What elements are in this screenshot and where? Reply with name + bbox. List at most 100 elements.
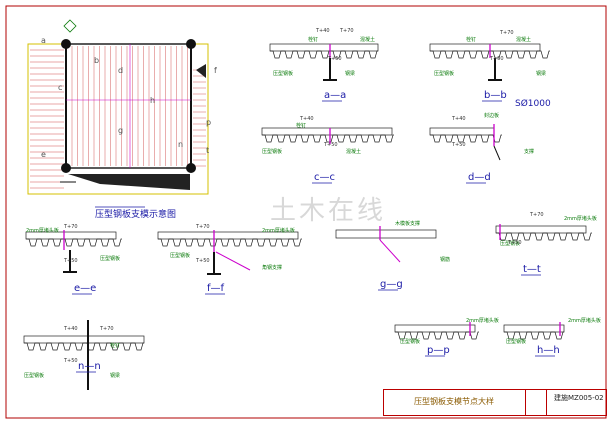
deck-profile <box>262 134 394 143</box>
dim-aa-low: T+50 <box>328 56 342 62</box>
dim-tt-top: T+70 <box>530 212 544 218</box>
note-dd-1: 支撑 <box>524 149 535 155</box>
concrete-slab <box>25 231 117 240</box>
dim-dd-low: T+50 <box>452 142 466 148</box>
title-block-title: 压型钢板支模节点大样 <box>414 397 494 406</box>
grid-tag-h: h <box>150 96 156 105</box>
deck-profile <box>430 134 502 143</box>
section-label-ee: e—e <box>74 283 97 294</box>
dim-dd-top: T+40 <box>452 116 466 122</box>
dim-ff-low: T+50 <box>196 258 210 264</box>
concrete-slab <box>503 324 565 333</box>
note-hh-0: 2mm厚堵头板 <box>568 318 601 324</box>
section-label-pp: p—p <box>427 345 450 356</box>
dim-nn-top: T+40 <box>64 326 78 332</box>
note-cc-1: 栓钉 <box>296 123 307 129</box>
concrete-slab <box>261 127 393 136</box>
note-tt-1: 压型钢板 <box>500 241 521 247</box>
dim-cc-low: T+50 <box>324 142 338 148</box>
dim-bb-top: T+70 <box>500 30 514 36</box>
concrete-slab <box>269 43 379 52</box>
dim-bb-low: T+50 <box>490 56 504 62</box>
grid-tag-c: c <box>58 83 63 92</box>
grid-tag-b: b <box>94 56 100 65</box>
dim-aa-mid: T+40 <box>316 28 330 34</box>
dim-ee-low: T+50 <box>64 258 78 264</box>
note-pp-0: 2mm厚堵头板 <box>466 318 499 324</box>
note-ff-0: 2mm厚堵头板 <box>262 228 295 234</box>
section-label-nn: n—n <box>78 361 101 372</box>
dim-aa-top: T+70 <box>340 28 354 34</box>
grid-tag-f: f <box>214 66 217 75</box>
section-label-gg: g—g <box>380 279 403 290</box>
note-aa-2: 混凝土 <box>360 37 376 43</box>
title-block: 压型钢板支模节点大样 建施MZ005-02 <box>383 389 607 416</box>
note-gg-1: 钢筋 <box>440 257 451 263</box>
plan-planks <box>30 46 206 189</box>
note-aa-1: 栓钉 <box>308 37 319 43</box>
deck-profile <box>26 238 122 247</box>
dim-nn-low: T+50 <box>64 358 78 364</box>
note-pp-1: 压型钢板 <box>400 339 421 345</box>
concrete-slab <box>495 225 587 234</box>
note-nn-1: 钢梁 <box>110 373 121 379</box>
brace-line <box>379 239 401 263</box>
deck-profile <box>395 331 479 340</box>
dim-ee-top: T+70 <box>64 224 78 230</box>
sheet-border <box>5 5 607 419</box>
note-ee-0: 2mm厚堵头板 <box>26 228 59 234</box>
dim-nn-mid: T+70 <box>100 326 114 332</box>
note-bb-2: 混凝土 <box>516 37 532 43</box>
section-label-cc: c—c <box>314 172 335 183</box>
grid-tag-e: e <box>41 150 46 159</box>
title-block-code: 建施MZ005-02 <box>554 394 604 402</box>
note-hh-1: 压型钢板 <box>506 339 527 345</box>
section-label-tt: t—t <box>523 264 541 275</box>
note-nn-2: 栓钉 <box>110 343 121 349</box>
plan-title: 压型钢板支模示意图 <box>95 210 177 220</box>
concrete-slab <box>335 229 437 239</box>
note-gg-0: 木模板支撑 <box>395 221 421 227</box>
note-aa-0: 压型钢板 <box>273 71 294 77</box>
grid-tag-g: g <box>118 126 124 135</box>
section-label-dd: d—d <box>468 172 491 183</box>
note-dd-0: 封边板 <box>484 113 500 119</box>
note-bb-0: 压型钢板 <box>434 71 455 77</box>
note-tt-0: 2mm厚堵头板 <box>564 216 597 222</box>
note-bb-3: 钢梁 <box>536 71 547 77</box>
concrete-slab <box>429 127 495 136</box>
concrete-slab <box>429 43 541 52</box>
section-label-bb: b—b <box>484 90 507 101</box>
grid-tag-a: a <box>41 36 46 45</box>
grid-tag-t: t <box>206 146 210 155</box>
deck-profile <box>158 238 302 247</box>
deck-profile <box>504 331 564 340</box>
brace-line <box>215 251 251 271</box>
watermark: 土木在线 <box>270 196 387 226</box>
note-ee-1: 压型钢板 <box>100 256 121 262</box>
deck-profile <box>496 232 592 241</box>
grid-tag-p: p <box>206 118 212 127</box>
grid-tag-n: n <box>178 140 184 149</box>
concrete-slab <box>23 335 145 344</box>
dim-tt-low: T+50 <box>508 240 522 246</box>
note-cc-2: 混凝土 <box>346 149 362 155</box>
section-label-aa: a—a <box>324 90 347 101</box>
section-drawings <box>23 43 592 390</box>
note-nn-0: 压型钢板 <box>24 373 45 379</box>
note-bb-1: 栓钉 <box>466 37 477 43</box>
note-ff-2: 压型钢板 <box>170 253 191 259</box>
concrete-slab <box>157 231 299 240</box>
support-line <box>493 145 501 161</box>
note-cc-0: 压型钢板 <box>262 149 283 155</box>
dim-cc-top: T+40 <box>300 116 314 122</box>
deck-profile <box>24 342 144 351</box>
note-ff-1: 角钢支撑 <box>262 265 283 271</box>
callout-sd: SØ1000 <box>515 99 551 109</box>
grid-tag-d: d <box>118 66 124 75</box>
section-label-hh: h—h <box>537 345 560 356</box>
plan-view <box>27 19 209 195</box>
note-aa-3: 钢梁 <box>345 71 356 77</box>
section-label-ff: f—f <box>207 283 225 294</box>
